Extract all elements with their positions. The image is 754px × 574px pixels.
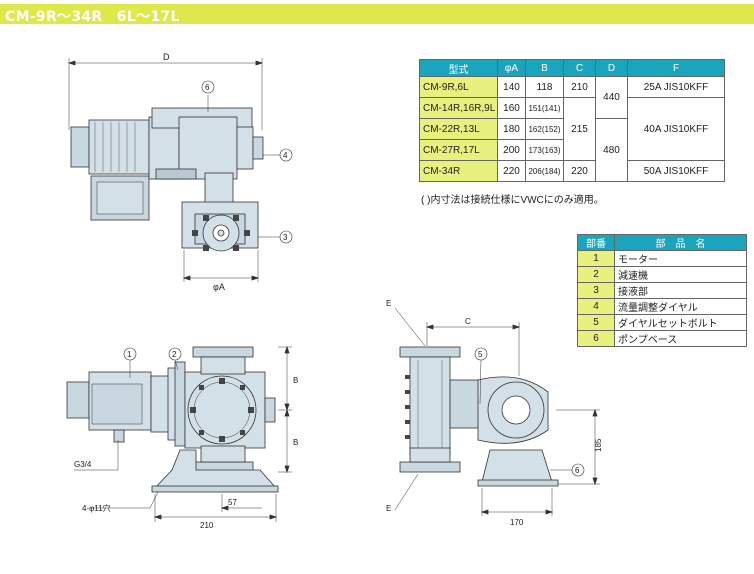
part-number: 2	[577, 266, 615, 283]
model-cell: CM-9R,6L	[419, 76, 498, 98]
part-number: 6	[577, 330, 615, 347]
title-bar: CM-9R～34R 6L～17L	[0, 4, 754, 25]
dim-e-label-bottom: E	[386, 504, 391, 513]
top-view-labels: D φA	[163, 52, 225, 292]
callout-1: 1	[127, 350, 132, 359]
callout-6-top: 6	[205, 83, 210, 92]
a-cell: 220	[497, 160, 526, 182]
callout-3: 3	[283, 233, 288, 242]
header-c: C	[563, 59, 596, 77]
a-cell: 180	[497, 118, 526, 140]
model-cell: CM-14R,16R,9L	[419, 97, 498, 119]
f-cell: 25A JIS10KFF	[627, 76, 725, 98]
b-cell: 162(152)	[525, 118, 564, 140]
b-cell: 118	[525, 76, 564, 98]
header-phi-a: φA	[497, 59, 526, 77]
a-cell: 200	[497, 139, 526, 161]
c-cell: 215	[563, 97, 596, 161]
table-row: 1 モーター	[577, 250, 747, 267]
dim-b-label-lower: B	[293, 438, 298, 447]
d-cell: 480	[595, 118, 628, 182]
front-view-labels: B B G3/4 4-φ11穴 210 57	[74, 376, 298, 530]
dim-phi-a-label: φA	[213, 282, 225, 292]
parts-table: 部番 部 品 名 1 モーター 2 減速機 3 接液部 4 流量調整ダイヤル 5…	[577, 234, 747, 347]
a-cell: 140	[497, 76, 526, 98]
callout-6-side: 6	[575, 466, 580, 475]
part-name: ポンプベース	[614, 330, 747, 347]
part-name: 流量調整ダイヤル	[614, 298, 747, 315]
table-row: CM-22R,13L 180 162(152) 480	[419, 118, 725, 182]
part-number: 4	[577, 298, 615, 315]
f-cell: 50A JIS10KFF	[627, 160, 725, 182]
header-part-number: 部番	[577, 234, 615, 251]
table-row: 5 ダイヤルセットボルト	[577, 314, 747, 331]
part-name: モーター	[614, 250, 747, 267]
dim-c-label: C	[465, 317, 471, 326]
c-cell: 220	[563, 160, 596, 182]
page-title: CM-9R～34R 6L～17L	[5, 9, 180, 25]
spec-table: 型式 φA B C D F CM-9R,6L 140 118 210 440 2…	[419, 59, 725, 182]
dim-185-label: 185	[594, 438, 603, 452]
d-cell: 440	[595, 76, 628, 119]
dim-d-label: D	[163, 52, 170, 62]
front-callouts: 1 2	[123, 347, 182, 361]
part-name: 減速機	[614, 266, 747, 283]
dim-57-label: 57	[228, 498, 237, 507]
f-cell: 40A JIS10KFF	[627, 97, 725, 161]
top-view	[67, 58, 280, 282]
header-b: B	[525, 59, 564, 77]
model-cell: CM-22R,13L	[419, 118, 498, 140]
header-part-name: 部 品 名	[614, 234, 747, 251]
side-view	[394, 307, 600, 516]
table-row: CM-34R 220 206(184) 220 50A JIS10KFF	[419, 160, 725, 182]
dim-g-label: G3/4	[74, 460, 92, 469]
top-callouts: 6 4 3	[201, 80, 293, 244]
dim-210-label: 210	[200, 521, 214, 530]
table-row: 4 流量調整ダイヤル	[577, 298, 747, 315]
dimension-note: ( )内寸法は接続仕様にVWCにのみ適用。	[421, 195, 604, 206]
table-row: 6 ポンプベース	[577, 330, 747, 347]
c-cell: 210	[563, 76, 596, 98]
callout-5: 5	[478, 350, 483, 359]
part-name: 接液部	[614, 282, 747, 299]
parts-table-header: 部番 部 品 名	[577, 234, 747, 251]
a-cell: 160	[497, 97, 526, 119]
header-d: D	[595, 59, 628, 77]
side-view-labels: C E E 170 185	[386, 299, 603, 527]
model-cell: CM-34R	[419, 160, 498, 182]
table-row: 3 接液部	[577, 282, 747, 299]
side-callouts: 5 6	[474, 347, 585, 477]
part-number: 1	[577, 250, 615, 267]
dim-b-label-upper: B	[293, 376, 298, 385]
callout-2: 2	[172, 350, 177, 359]
part-number: 3	[577, 282, 615, 299]
table-row: 2 減速機	[577, 266, 747, 283]
front-view	[66, 345, 292, 522]
model-cell: CM-27R,17L	[419, 139, 498, 161]
table-row: CM-9R,6L 140 118 210 440 25A JIS10KFF	[419, 76, 725, 119]
b-cell: 151(141)	[525, 97, 564, 119]
dim-holes-label: 4-φ11穴	[82, 503, 111, 513]
table-row: CM-14R,16R,9L 160 151(141) 215 40A JIS10…	[419, 97, 725, 161]
dim-170-label: 170	[510, 518, 524, 527]
dim-e-label-top: E	[386, 299, 391, 308]
part-name: ダイヤルセットボルト	[614, 314, 747, 331]
part-number: 5	[577, 314, 615, 331]
callout-4: 4	[283, 151, 288, 160]
header-f: F	[627, 59, 725, 77]
spec-table-header: 型式 φA B C D F	[419, 59, 725, 77]
b-cell: 173(163)	[525, 139, 564, 161]
header-model: 型式	[419, 59, 498, 77]
table-row: CM-27R,17L 200 173(163)	[419, 139, 725, 161]
b-cell: 206(184)	[525, 160, 564, 182]
